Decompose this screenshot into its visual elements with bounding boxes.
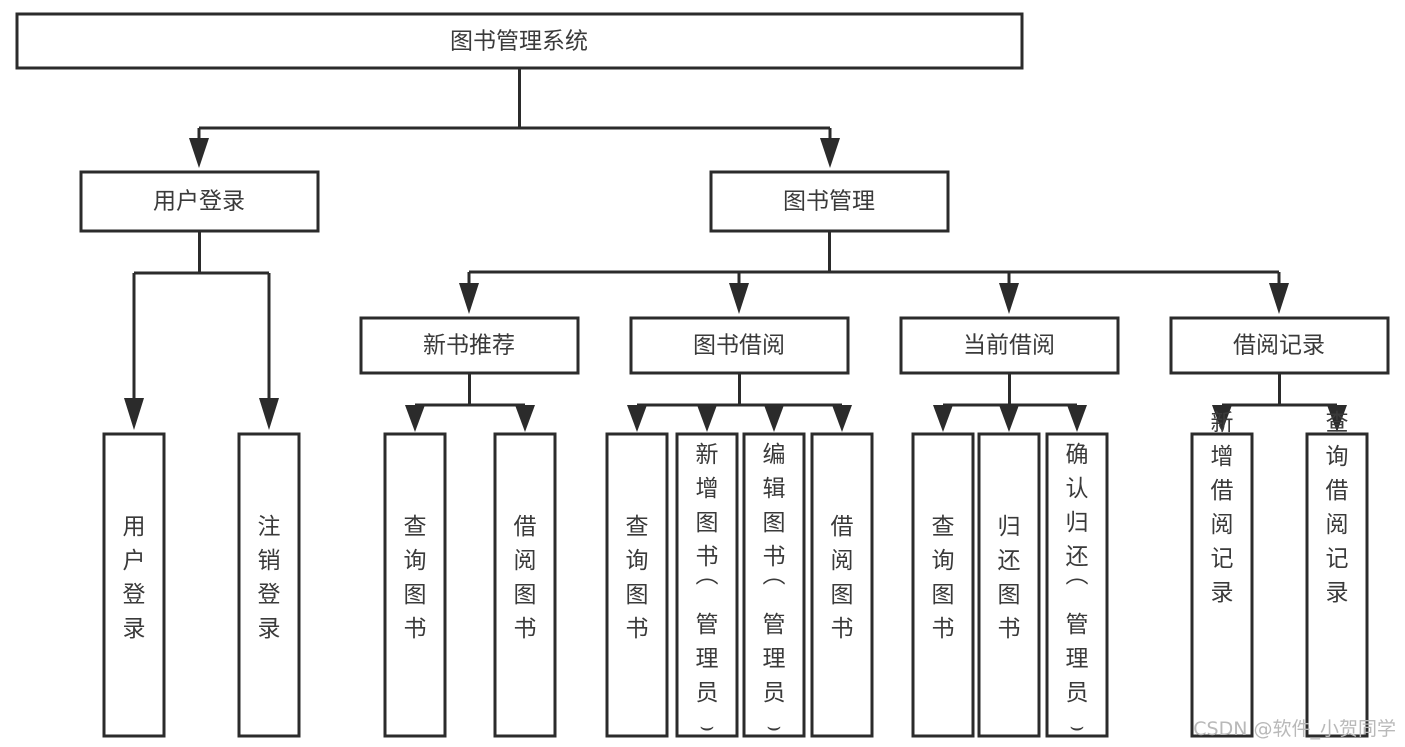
arrow-to-leaf-borrow-book-2 xyxy=(832,405,852,432)
node-leaf-query-borrow-record-label: 查询借阅记录 xyxy=(1326,410,1349,606)
node-new-book-recommend[interactable]: 新书推荐 xyxy=(359,316,580,375)
node-current-borrow-label: 当前借阅 xyxy=(963,333,1055,359)
node-book-borrow-box[interactable] xyxy=(629,316,850,375)
node-leaf-user-login-label: 用户登录 xyxy=(123,514,146,642)
node-leaf-add-book-admin-label: 新增图书⌒管理员⌣ xyxy=(696,442,719,740)
node-leaf-query-book-1-box[interactable] xyxy=(383,432,447,738)
node-leaf-add-borrow-record[interactable]: 新增借阅记录 xyxy=(1190,410,1254,738)
arrow-to-leaf-query-borrow-record xyxy=(1327,405,1347,432)
node-leaf-user-logout-box[interactable] xyxy=(237,432,301,738)
node-leaf-user-logout-label: 注销登录 xyxy=(258,514,281,642)
node-user-login-label: 用户登录 xyxy=(153,189,245,215)
connector-group-new-book-recommend xyxy=(405,373,535,432)
node-leaf-user-login-box[interactable] xyxy=(102,432,166,738)
arrow-to-book-borrow xyxy=(729,283,749,314)
arrow-to-leaf-return-book xyxy=(999,405,1019,432)
connector-group-current-borrow xyxy=(933,373,1087,432)
node-leaf-user-login[interactable]: 用户登录 xyxy=(102,432,166,738)
node-leaf-borrow-book-1[interactable]: 借阅图书 xyxy=(493,432,557,738)
node-borrow-record[interactable]: 借阅记录 xyxy=(1169,316,1390,375)
arrow-to-leaf-edit-book-admin xyxy=(764,405,784,432)
node-leaf-query-borrow-record[interactable]: 查询借阅记录 xyxy=(1305,410,1369,738)
node-borrow-record-box[interactable] xyxy=(1169,316,1390,375)
node-leaf-query-book-3-box[interactable] xyxy=(911,432,975,738)
node-current-borrow-box[interactable] xyxy=(899,316,1120,375)
node-leaf-borrow-book-2-box[interactable] xyxy=(810,432,874,738)
arrow-to-leaf-user-login xyxy=(124,398,144,430)
node-root-box[interactable] xyxy=(15,12,1024,70)
node-leaf-query-book-2[interactable]: 查询图书 xyxy=(605,432,669,738)
node-leaf-confirm-return-admin-label: 确认归还⌒管理员⌣ xyxy=(1066,442,1089,740)
node-leaf-borrow-book-1-label: 借阅图书 xyxy=(514,514,537,642)
node-user-login[interactable]: 用户登录 xyxy=(79,170,320,233)
node-leaf-borrow-book-2-label: 借阅图书 xyxy=(831,514,854,642)
node-borrow-record-label: 借阅记录 xyxy=(1233,333,1325,359)
node-new-book-recommend-label: 新书推荐 xyxy=(423,333,515,359)
node-leaf-query-book-1[interactable]: 查询图书 xyxy=(383,432,447,738)
node-leaf-edit-book-admin[interactable]: 编辑图书⌒管理员⌣ xyxy=(742,432,806,740)
arrow-to-user-login xyxy=(189,138,209,168)
arrow-to-leaf-add-borrow-record xyxy=(1212,405,1232,432)
node-book-management-label: 图书管理 xyxy=(783,189,875,215)
connector-group-root xyxy=(189,68,840,168)
node-leaf-add-book-admin-box[interactable] xyxy=(675,432,739,738)
arrow-to-leaf-confirm-return-admin xyxy=(1067,405,1087,432)
arrow-to-leaf-query-book-2 xyxy=(627,405,647,432)
arrow-to-new-book-recommend xyxy=(459,283,479,314)
node-leaf-return-book-label: 归还图书 xyxy=(998,514,1021,642)
node-leaf-confirm-return-admin[interactable]: 确认归还⌒管理员⌣ xyxy=(1045,432,1109,740)
node-leaf-add-book-admin[interactable]: 新增图书⌒管理员⌣ xyxy=(675,432,739,740)
node-leaf-borrow-book-1-box[interactable] xyxy=(493,432,557,738)
node-root-label: 图书管理系统 xyxy=(450,29,588,55)
connector-group-user-login xyxy=(124,231,279,430)
node-leaf-user-logout[interactable]: 注销登录 xyxy=(237,432,301,738)
arrow-to-book-management xyxy=(820,138,840,168)
arrow-to-leaf-query-book-3 xyxy=(933,405,953,432)
arrow-to-current-borrow xyxy=(999,283,1019,314)
arrow-to-borrow-record xyxy=(1269,283,1289,314)
node-leaf-borrow-book-2[interactable]: 借阅图书 xyxy=(810,432,874,738)
node-leaf-query-book-2-label: 查询图书 xyxy=(626,514,649,642)
node-book-management[interactable]: 图书管理 xyxy=(709,170,950,233)
node-new-book-recommend-box[interactable] xyxy=(359,316,580,375)
node-leaf-edit-book-admin-label: 编辑图书⌒管理员⌣ xyxy=(763,442,786,740)
node-leaf-confirm-return-admin-box[interactable] xyxy=(1045,432,1109,738)
node-leaf-return-book[interactable]: 归还图书 xyxy=(977,432,1041,738)
arrow-to-leaf-borrow-book-1 xyxy=(515,405,535,432)
node-root[interactable]: 图书管理系统 xyxy=(15,12,1024,70)
node-user-login-box[interactable] xyxy=(79,170,320,233)
node-leaf-add-borrow-record-label: 新增借阅记录 xyxy=(1211,410,1234,606)
watermark-label: CSDN @软件_小贺同学 xyxy=(1193,718,1396,740)
node-leaf-query-book-3[interactable]: 查询图书 xyxy=(911,432,975,738)
node-leaf-query-book-1-label: 查询图书 xyxy=(404,514,427,642)
node-leaf-return-book-box[interactable] xyxy=(977,432,1041,738)
connector-group-book-management xyxy=(459,231,1289,314)
node-leaf-add-borrow-record-box[interactable] xyxy=(1190,432,1254,738)
node-book-borrow[interactable]: 图书借阅 xyxy=(629,316,850,375)
node-leaf-query-book-2-box[interactable] xyxy=(605,432,669,738)
node-book-borrow-label: 图书借阅 xyxy=(693,333,785,359)
arrow-to-leaf-query-book-1 xyxy=(405,405,425,432)
node-leaf-query-borrow-record-box[interactable] xyxy=(1305,432,1369,738)
arrow-to-leaf-add-book-admin xyxy=(697,405,717,432)
node-current-borrow[interactable]: 当前借阅 xyxy=(899,316,1120,375)
node-book-management-box[interactable] xyxy=(709,170,950,233)
arrow-to-leaf-user-logout xyxy=(259,398,279,430)
connector-group-borrow-record xyxy=(1212,373,1347,432)
connector-group-book-borrow xyxy=(627,373,852,432)
node-leaf-query-book-3-label: 查询图书 xyxy=(932,514,955,642)
node-leaf-edit-book-admin-box[interactable] xyxy=(742,432,806,738)
